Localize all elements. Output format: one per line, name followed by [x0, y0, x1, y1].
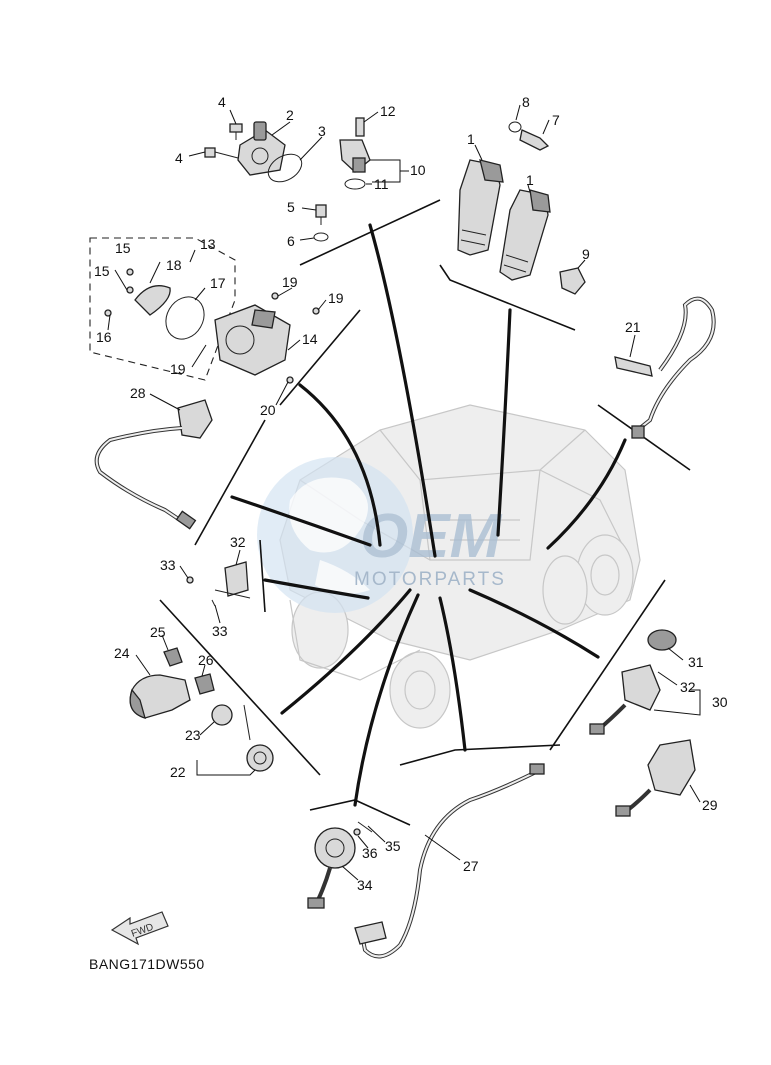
callout-19: 19 — [282, 274, 298, 290]
part-cap-24 — [163, 647, 183, 667]
part-washer-6 — [313, 232, 329, 242]
callout-5: 5 — [287, 199, 295, 215]
part-relay-32 — [214, 561, 251, 599]
part-sensor-7 — [519, 129, 550, 151]
callout-labels: 4 4 2 3 12 10 11 5 6 8 7 1 1 9 13 15 15 … — [94, 94, 728, 893]
part-sensor-34 — [307, 827, 356, 909]
part-module-29 — [589, 664, 661, 735]
callout-10: 10 — [410, 162, 426, 178]
callout-1: 1 — [467, 131, 475, 147]
part-ignition-coil — [499, 189, 551, 281]
callout-2: 2 — [286, 107, 294, 123]
callout-3: 3 — [318, 123, 326, 139]
part-bolt-35 — [357, 821, 373, 833]
part-plate-25 — [194, 673, 215, 695]
part-o-ring-11 — [344, 178, 366, 190]
callout-15: 15 — [94, 263, 110, 279]
part-gasket-8 — [508, 121, 522, 133]
callout-30: 31 — [688, 654, 704, 670]
callout-13: 13 — [200, 236, 216, 252]
callout-19: 19 — [328, 290, 344, 306]
leader-lines — [107, 104, 701, 881]
callout-6: 6 — [287, 233, 295, 249]
callout-4: 4 — [175, 150, 183, 166]
watermark-tagline: MOTORPARTS — [354, 569, 506, 590]
callout-9: 9 — [582, 246, 590, 262]
callout-36: 36 — [362, 845, 378, 861]
callout-25: 26 — [198, 652, 214, 668]
callout-19: 20 — [260, 402, 276, 418]
part-wheel-sensor-26 — [354, 763, 545, 959]
callout-27: 28 — [130, 385, 146, 401]
callout-12: 12 — [380, 103, 396, 119]
callout-7: 7 — [552, 112, 560, 128]
callout-14: 14 — [302, 331, 318, 347]
part-sensor-27 — [94, 399, 213, 530]
callout-32: 32 — [230, 534, 246, 550]
part-sensor-10 — [339, 139, 371, 173]
callout-33: 33 — [212, 623, 228, 639]
callout-15: 16 — [96, 329, 112, 345]
callout-8: 8 — [522, 94, 530, 110]
part-ignition-coil — [457, 159, 504, 256]
callout-28: 29 — [702, 797, 718, 813]
callout-4: 4 — [218, 94, 226, 110]
callout-11: 11 — [374, 176, 389, 192]
part-switch-21 — [211, 704, 274, 772]
callout-17: 18 — [166, 257, 182, 273]
part-bolts — [204, 123, 243, 159]
callout-18: 19 — [170, 361, 186, 377]
callout-33: 33 — [160, 557, 176, 573]
part-sensor-housing — [237, 121, 286, 176]
part-bolt-12 — [355, 117, 365, 137]
callout-21: 22 — [170, 764, 186, 780]
part-sensor-5 — [315, 204, 327, 225]
forward-arrow-icon: FWD — [110, 911, 169, 946]
callout-31: 32 — [680, 679, 696, 695]
part-screws-15 — [104, 268, 134, 317]
part-sensor-9 — [559, 267, 586, 295]
callout-1: 1 — [526, 172, 534, 188]
callout-20: 21 — [625, 319, 641, 335]
callout-15: 15 — [115, 240, 131, 256]
callout-24: 25 — [150, 624, 166, 640]
callout-22: 23 — [185, 727, 201, 743]
callout-26: 27 — [463, 858, 479, 874]
part-switch-23 — [129, 674, 191, 719]
part-throttle-body-14 — [214, 304, 291, 376]
part-module-28 — [615, 739, 696, 817]
routing-wires — [230, 223, 627, 807]
part-collar-36 — [353, 828, 361, 836]
callout-29: 30 — [712, 694, 728, 710]
diagram-code: BANG171DW550 — [89, 956, 205, 972]
part-bolts-33 — [186, 576, 216, 607]
part-cover-17 — [134, 285, 171, 316]
callout-16: 17 — [210, 275, 226, 291]
part-oxygen-sensor — [614, 296, 716, 439]
callout-23: 24 — [114, 645, 130, 661]
callout-35: 35 — [385, 838, 401, 854]
callout-34: 34 — [357, 877, 373, 893]
part-module-30 — [647, 629, 677, 651]
